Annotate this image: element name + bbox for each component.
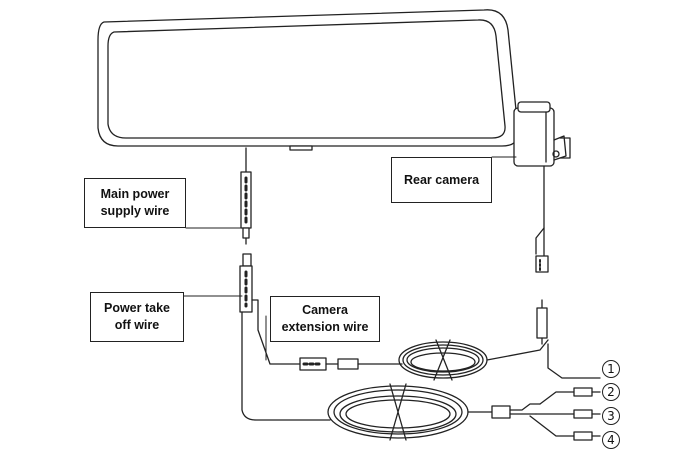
rear-camera-label: Rear camera	[391, 157, 492, 203]
terminal-number-2: 2	[602, 383, 620, 401]
callout-leaders	[183, 156, 517, 361]
terminal-number-3: 3	[602, 407, 620, 425]
mirror-dashcam	[97, 9, 519, 151]
camera-extension-label-line-2: extension wire	[281, 320, 369, 334]
power-take-off-wire-label: Power take off wire	[90, 292, 184, 342]
terminal-number-4: 4	[602, 431, 620, 449]
power-take-off-label-line-2: off wire	[114, 318, 160, 332]
rear-camera-unit	[513, 101, 571, 345]
main-power-cable	[240, 147, 252, 245]
camera-extension-wire-label: Camera extension wire	[270, 296, 380, 342]
power-take-off-label-line-1: Power take	[103, 301, 170, 315]
power-take-off-coil	[327, 383, 493, 441]
camera-extension-coil	[398, 339, 549, 381]
camera-extension-plugs	[299, 357, 403, 371]
rear-camera-label-text: Rear camera	[403, 172, 480, 187]
output-leads	[491, 343, 601, 441]
main-power-label-line-2: supply wire	[100, 204, 170, 218]
camera-extension-label-line-1: Camera	[302, 303, 348, 317]
terminal-number-1: 1	[602, 360, 620, 378]
main-power-supply-wire-label: Main power supply wire	[84, 178, 186, 228]
power-take-off-connector	[239, 253, 331, 421]
main-power-label-line-1: Main power	[100, 187, 170, 201]
